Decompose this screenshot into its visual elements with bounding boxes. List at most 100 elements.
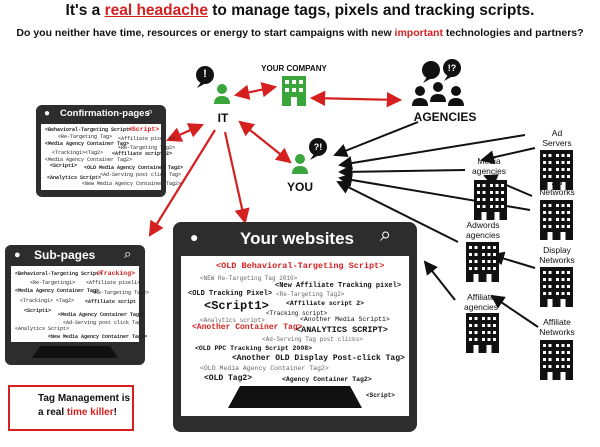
code-line: <Ad-Serving Tag post clicks> <box>262 336 363 343</box>
code-line: <Analytics Script> <box>47 175 102 181</box>
arrow-affiliate-websites <box>423 260 456 301</box>
code-line: <Agency Container Tag2> <box>282 376 372 383</box>
code-line: <Tracking script> <box>266 310 328 317</box>
code-line: <ANALYTICS SCRIPT> <box>296 325 388 335</box>
arrow-display-adwords <box>490 251 536 269</box>
code-line: <Another Container Tag> <box>192 323 303 332</box>
code-line: <Script1> <box>204 299 269 313</box>
you-bubble-text: ?! <box>313 142 323 152</box>
code-line: <Affiliate pixel1> <box>86 280 141 286</box>
code-line: <OLD Tracking Pixel> <box>188 290 273 298</box>
agencies-bubble-1-icon <box>422 61 440 83</box>
search-icon[interactable]: ⌕ <box>124 246 132 261</box>
arrow-company-agencies <box>309 90 403 108</box>
code-line: <Re-Targeting Tag2> <box>118 145 176 151</box>
code-line: <Media Agency Container Tag2> <box>45 157 133 163</box>
arrow-affnetworks-affagencies <box>490 294 539 328</box>
code-line: <Affiliate script 2> <box>85 299 146 305</box>
code-line: <Script> <box>128 126 160 133</box>
apple-icon: ● <box>14 249 21 261</box>
arrow-it-subpages <box>148 129 216 237</box>
apple-icon: ● <box>190 229 199 245</box>
code-line: <Script1> <box>50 163 78 169</box>
code-line: <Media Agency Container Tag2> <box>58 312 146 318</box>
code-line: <Re-Targeting1> <box>30 280 76 286</box>
search-icon[interactable]: ⌕ <box>147 106 154 118</box>
company-label: YOUR COMPANY <box>261 64 327 73</box>
code-line: <Tracking1> <box>20 298 54 304</box>
you-label: YOU <box>286 180 313 194</box>
it-label: IT <box>217 111 229 125</box>
code-line: <Media Agency Container Tag> <box>15 288 100 294</box>
arrow-it-you <box>238 120 292 164</box>
subpages-monitor <box>5 245 145 365</box>
code-line: <Affiliate pixel 1> <box>118 136 176 142</box>
company-building-icon <box>282 76 306 106</box>
code-line: <Script> <box>366 392 395 399</box>
code-line: <NEW Re-Targeting Tag 2010> <box>200 275 298 282</box>
code-line: <OLD Tag2> <box>204 374 253 383</box>
websites-monitor <box>173 222 417 432</box>
arrow-adwords-you <box>336 181 459 243</box>
subpages-title: Sub-pages <box>34 248 96 262</box>
time-killer-box: Tag Management is a real time killer! <box>8 385 134 431</box>
apple-icon: ● <box>44 108 51 119</box>
agencies-label: AGENCIES <box>413 110 477 124</box>
arrow-adservers-you <box>338 134 526 170</box>
it-arrows <box>148 82 403 237</box>
code-line: <Tracking> <box>96 270 136 277</box>
code-line: <Affiliate script 2> <box>112 151 173 157</box>
code-line: <Media Agency Container Tag> <box>45 141 130 147</box>
code-line: <Script1> <box>24 308 52 314</box>
it-person-icon <box>214 84 230 104</box>
arrow-it-websites <box>223 131 250 225</box>
code-line: <Another OLD Display Post-click Tag> <box>232 354 405 363</box>
code-line: <New Media Agency Container Tag2> <box>82 181 182 187</box>
code-line: <Affiliate script 2> <box>286 300 365 307</box>
subheadline-highlight: important <box>394 27 443 39</box>
confirmation-title: Confirmation-pages <box>60 108 150 119</box>
code-line: <OLD Behavioral-Targeting Script> <box>216 261 385 271</box>
arrow-agencies-you <box>333 121 419 158</box>
time-killer-line2: a real time killer! <box>38 407 117 418</box>
code-line: <Ad-Serving post click Tag> <box>100 172 182 178</box>
search-icon[interactable]: ⌕ <box>380 224 392 246</box>
time-killer-line1: Tag Management is <box>38 393 131 404</box>
arrow-adnetworks-media <box>483 174 533 197</box>
code-line: <Re-Targeting Tag2> <box>92 290 150 296</box>
arrow-adservers-media <box>480 147 536 165</box>
code-line: <Re-Targeting Tag> <box>58 134 113 140</box>
arrow-it-company <box>233 82 278 100</box>
agencies-bubble-text: !? <box>447 63 457 73</box>
headline: It's a real headache to manage tags, pix… <box>65 2 535 19</box>
subheadline: Do you neither have time, resources or e… <box>16 27 584 39</box>
code-line: <New Affiliate Tracking pixel> <box>275 282 402 290</box>
websites-title: Your websites <box>240 229 354 248</box>
code-line: <Tracking1> <box>52 150 86 156</box>
code-line: <OLD Media Agency Container Tag2> <box>200 365 329 372</box>
headline-highlight: real headache <box>104 2 208 19</box>
code-line: <Behavioral-Targeting Script> <box>15 271 103 277</box>
you-person-icon <box>292 154 308 174</box>
code-line: <OLD Media Agency Container Tag2> <box>84 165 184 171</box>
arrow-media-you <box>338 164 466 179</box>
code-line: <OLD PPC Tracking Script 2008> <box>195 345 313 352</box>
code-line: <New Media Agency Container Tag2> <box>48 334 148 340</box>
agencies-people-icon <box>412 82 464 106</box>
partner-arrows <box>333 121 539 328</box>
code-line: <Behavioral-Targeting Script> <box>45 127 133 133</box>
code-line: <Analytics script> <box>200 317 265 324</box>
it-bubble-text: ! <box>203 68 207 80</box>
code-line: <Tag2> <box>85 150 104 156</box>
code-line: <Ad-Serving post click Tag> <box>63 320 145 326</box>
code-line: <Re-Targeting Tag2> <box>276 291 345 298</box>
arrow-it-confirmation <box>165 123 205 142</box>
code-line: <Tag2> <box>56 298 75 304</box>
